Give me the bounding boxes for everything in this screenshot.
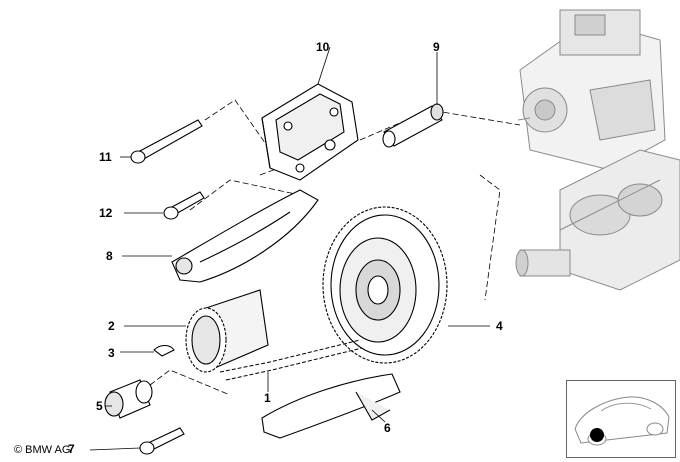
part-short-bolt bbox=[163, 191, 205, 220]
callout-6: 6 bbox=[384, 421, 391, 435]
part-pin bbox=[382, 103, 444, 148]
callout-5: 5 bbox=[96, 399, 103, 413]
part-guide-rail bbox=[171, 189, 319, 283]
part-camshaft-sprocket bbox=[322, 206, 448, 364]
callout-9: 9 bbox=[433, 40, 440, 54]
part-woodruff-key bbox=[153, 344, 175, 357]
callout-12: 12 bbox=[99, 206, 113, 220]
callout-1: 1 bbox=[264, 391, 271, 405]
location-marker-icon bbox=[590, 428, 604, 442]
callout-3: 3 bbox=[108, 346, 115, 360]
vehicle-locator-thumbnail bbox=[566, 380, 676, 458]
part-crank-sprocket bbox=[185, 289, 269, 373]
callout-4: 4 bbox=[496, 319, 503, 333]
callout-11: 11 bbox=[99, 150, 112, 164]
callout-8: 8 bbox=[106, 249, 113, 263]
part-lower-bolt bbox=[139, 427, 185, 455]
leader-lines bbox=[89, 46, 490, 451]
part-sleeve bbox=[104, 379, 153, 419]
part-long-bolt bbox=[130, 119, 203, 164]
callout-10: 10 bbox=[316, 40, 330, 54]
part-tensioner-housing bbox=[261, 83, 359, 181]
callout-2: 2 bbox=[108, 319, 115, 333]
crankshaft-drawing bbox=[515, 149, 680, 291]
injection-pump-drawing bbox=[517, 9, 666, 171]
part-timing-chain bbox=[219, 339, 363, 381]
callout-7: 7 bbox=[68, 442, 75, 456]
copyright-notice: © BMW AG bbox=[14, 444, 71, 456]
part-tensioner-rail bbox=[261, 373, 401, 439]
car-outline-icon bbox=[574, 396, 670, 446]
